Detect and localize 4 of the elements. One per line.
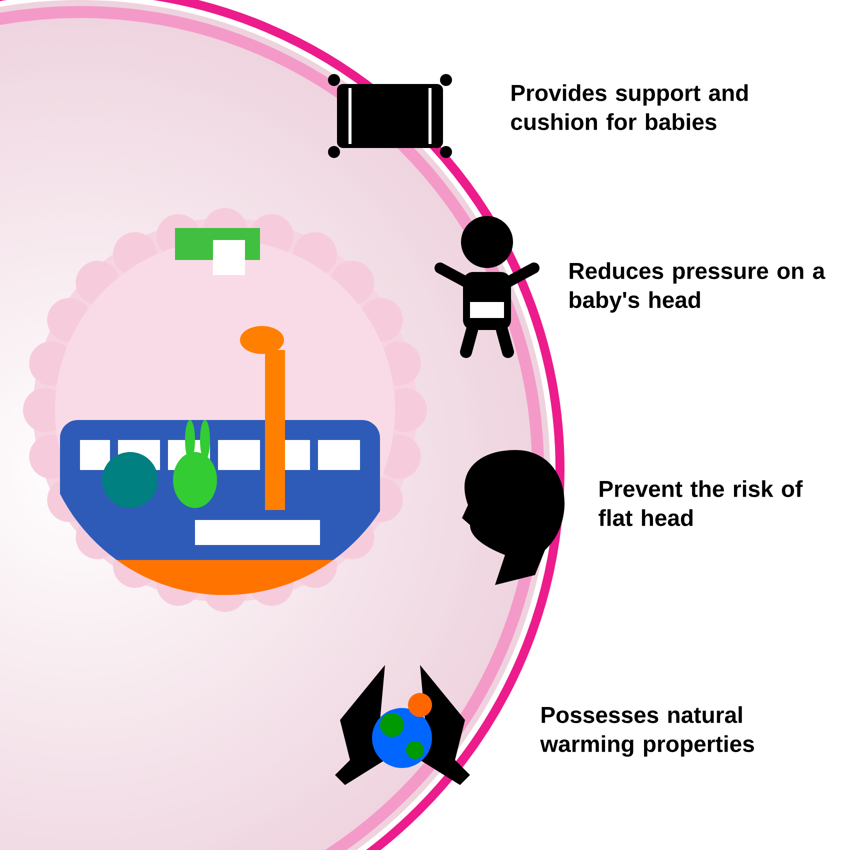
- feature-text: Possesses natural warming properties: [540, 706, 754, 757]
- feature-text: Provides support and cushion for babies: [511, 84, 748, 130]
- feature-text: Prevent the risk of flat head: [598, 480, 803, 526]
- feature-text: Reduces pressure on a baby's head: [570, 262, 826, 313]
